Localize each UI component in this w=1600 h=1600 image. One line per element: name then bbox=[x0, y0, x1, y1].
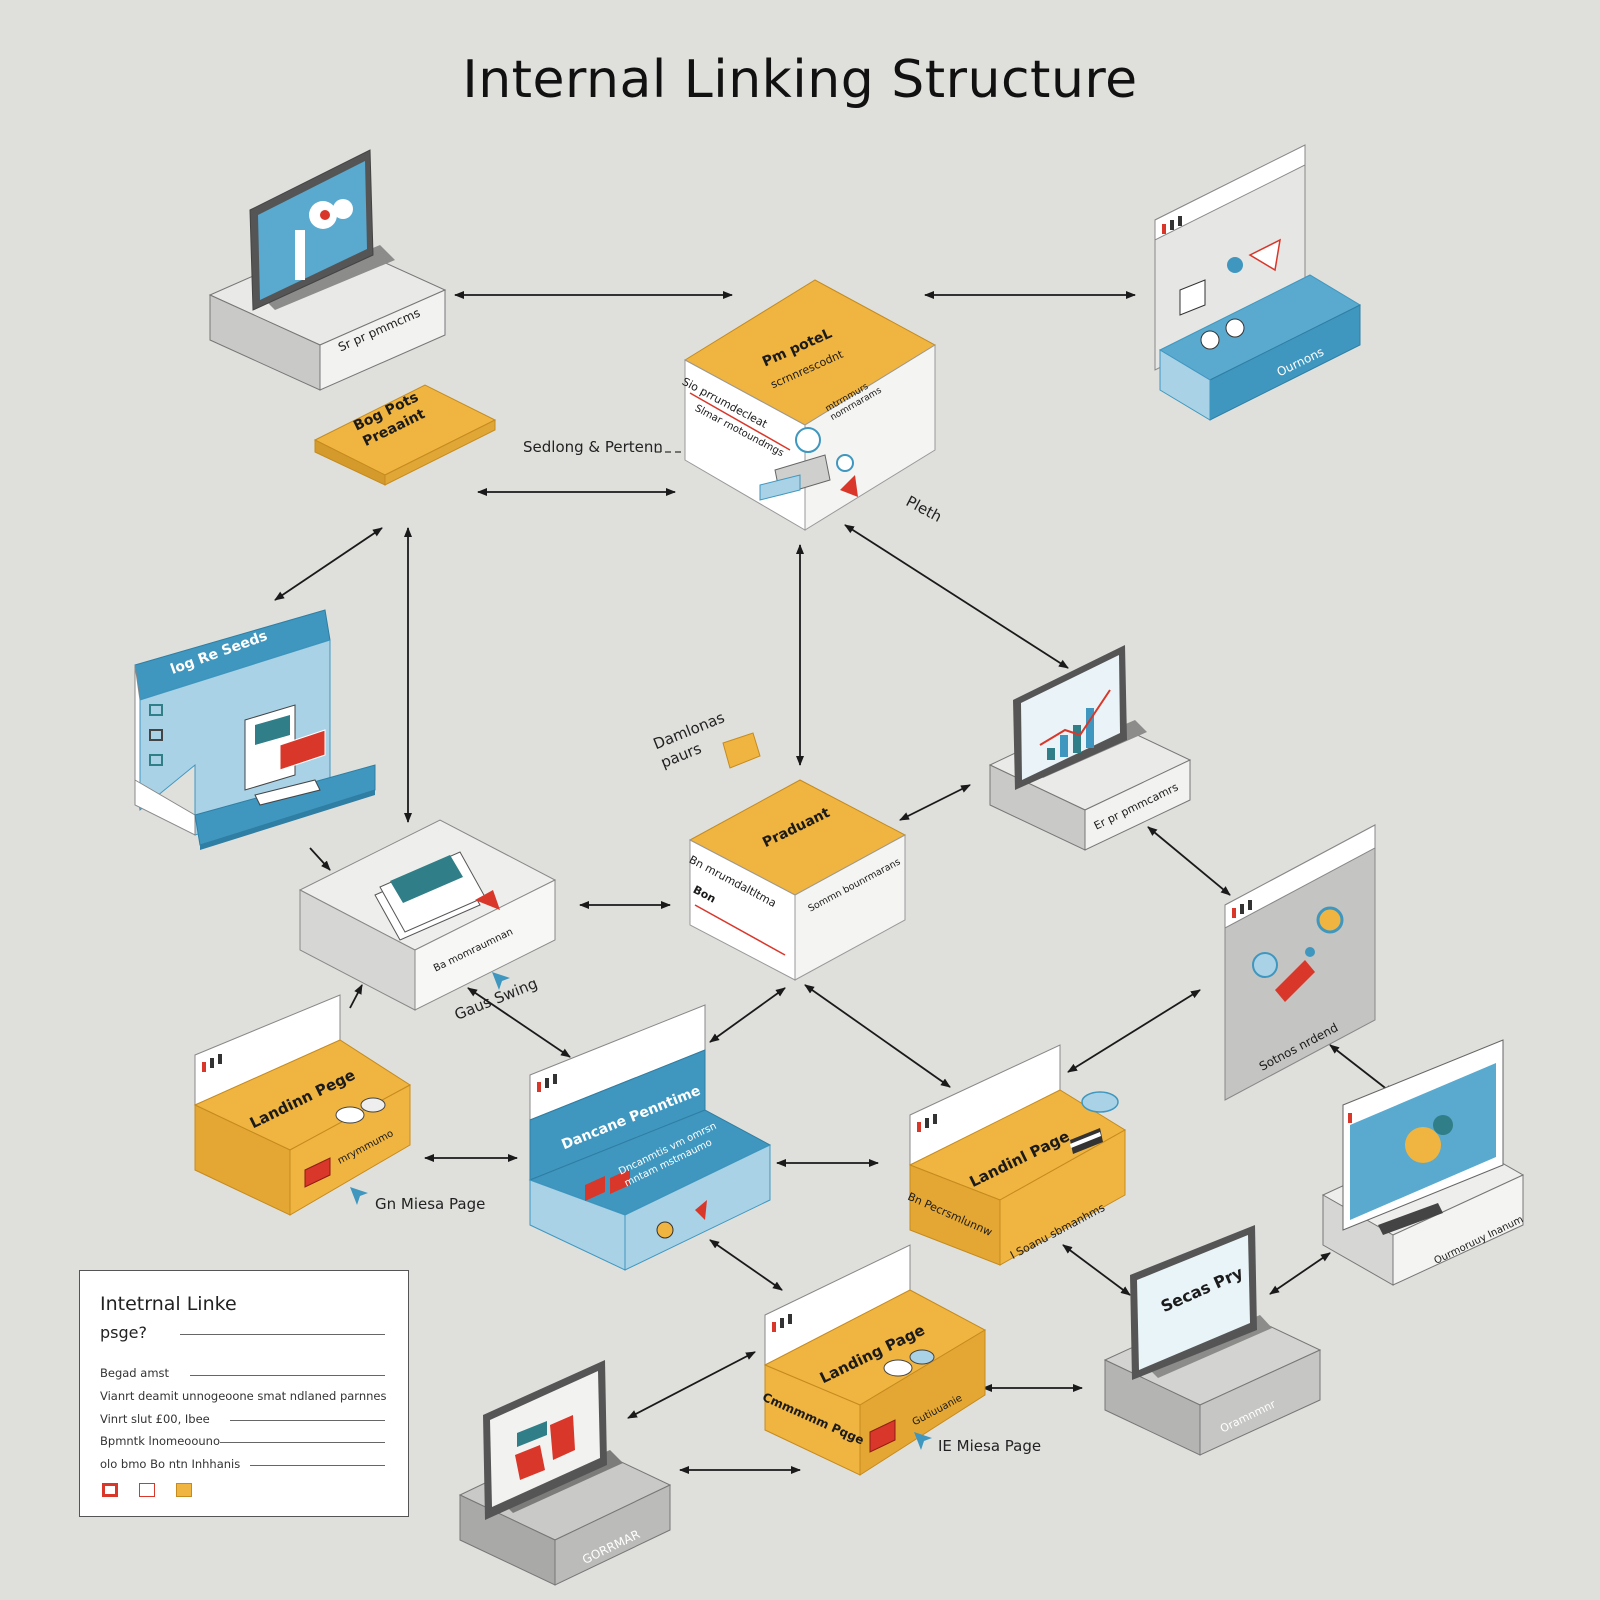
blog-sidebar-box[interactable]: log Re Seeds bbox=[130, 605, 380, 870]
category-page[interactable]: Dancane Penntime Dncanmtis vm omrsn mnta… bbox=[525, 1000, 775, 1275]
landing-box-shape bbox=[908, 1044, 1126, 1266]
laptop-bottom-right[interactable]: Secas Pry Oramnmnr bbox=[1100, 1220, 1325, 1460]
browser-window-icon bbox=[1154, 144, 1362, 421]
legend-red-square-icon bbox=[102, 1482, 118, 1497]
laptop-icon bbox=[988, 645, 1192, 851]
blog-posts-box[interactable]: Bog Pots Preaaint bbox=[313, 380, 500, 486]
cursor-icon bbox=[350, 1187, 368, 1205]
browser-window-icon bbox=[1224, 824, 1376, 1101]
pillar-box[interactable]: Pm poteL scrnnrescodnt Sio prrumdecleat … bbox=[680, 275, 940, 531]
laptop-icon bbox=[458, 1360, 672, 1586]
service-panel[interactable]: Sotnos nrdend bbox=[1220, 820, 1380, 1105]
cube-shape bbox=[688, 779, 907, 981]
landing-page-right[interactable]: Landinl Page Bn Pecrsmlunnw I Soanu sbma… bbox=[905, 1040, 1130, 1270]
cursor-icon bbox=[914, 1432, 932, 1450]
cube-shape bbox=[134, 609, 376, 850]
legend-panel: Intetrnal Linke psge? Begad amst Vianrt … bbox=[79, 1270, 409, 1517]
legend-item: Bpmntk lnomeoouno bbox=[100, 1434, 220, 1448]
landing-box-shape bbox=[528, 1004, 772, 1271]
page-title: Internal Linking Structure bbox=[462, 50, 1138, 110]
legend-rule bbox=[190, 1375, 385, 1376]
ie-miesa-page-annotation: IE Miesa Page bbox=[938, 1437, 1042, 1455]
legend-rule bbox=[250, 1465, 385, 1466]
product-box[interactable]: Praduant Bn mrumdaltltma Bon Sommn bounr… bbox=[685, 775, 910, 985]
scroll-icon bbox=[722, 732, 761, 769]
legend-subtitle: psge? bbox=[100, 1323, 147, 1342]
legend-rule bbox=[230, 1420, 385, 1421]
legend-item: olo bmo Bo ntn Inhhanis bbox=[100, 1457, 241, 1471]
legend-title: Intetrnal Linke bbox=[100, 1293, 237, 1315]
laptop-icon bbox=[208, 149, 447, 391]
laptop-mid-right[interactable]: Er pr pmmcamrs bbox=[985, 640, 1195, 855]
landing-page-left[interactable]: Landinn Pege mrymmumo bbox=[190, 990, 420, 1225]
legend-item: Begad amst bbox=[100, 1366, 170, 1380]
link-arrow-blog-posts-to-blog-sidebar bbox=[274, 527, 383, 601]
stacked-page-box[interactable]: Ba momraumnan bbox=[295, 815, 560, 1011]
legend-item: Vinrt slut £00, Ibee bbox=[100, 1412, 210, 1426]
seeding-pattern-annotation: Sedlong & Pertenn bbox=[523, 438, 663, 456]
legend-rule bbox=[220, 1442, 385, 1443]
legend-icons bbox=[102, 1479, 208, 1497]
laptop-bottom-left[interactable]: GORRMAR bbox=[455, 1355, 675, 1590]
monitor-icon bbox=[1321, 1039, 1525, 1286]
cursor-icon bbox=[492, 972, 510, 990]
cube-shape bbox=[684, 279, 936, 531]
monitor-right[interactable]: Ourmoruuy Inanum bbox=[1318, 1035, 1528, 1290]
box-shape bbox=[298, 819, 557, 1011]
laptop-top-left[interactable]: Sr pr pmmcms bbox=[205, 145, 450, 391]
gn-miesa-page-annotation: Gn Miesa Page bbox=[375, 1195, 486, 1213]
link-arrow-product-box-to-laptop-mid-right bbox=[899, 784, 971, 821]
legend-gold-tag-icon bbox=[176, 1482, 193, 1497]
legend-item: Vianrt deamit unnogeoone smat ndlaned pa… bbox=[100, 1389, 387, 1403]
box-shape bbox=[313, 384, 497, 486]
landing-box-shape bbox=[763, 1244, 987, 1476]
legend-rule bbox=[180, 1334, 385, 1335]
legend-page-icon bbox=[139, 1482, 156, 1497]
laptop-icon bbox=[1103, 1225, 1322, 1456]
landing-box-shape bbox=[193, 994, 411, 1216]
browser-top-right[interactable]: Ournons bbox=[1150, 140, 1365, 430]
landing-page-bottom[interactable]: Landing Page Cmmmmm Pqge Gutiuuanie bbox=[760, 1240, 995, 1480]
